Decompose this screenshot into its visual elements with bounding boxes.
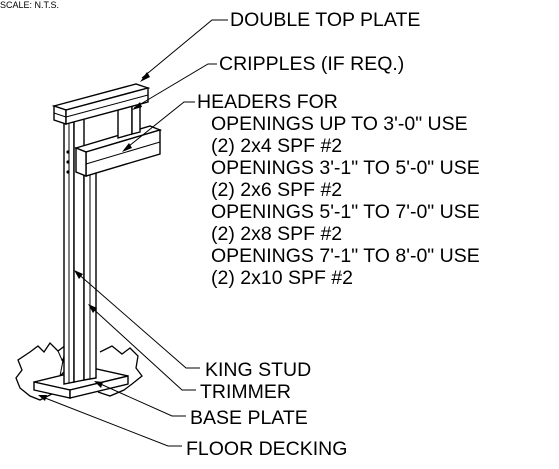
leader-king-stud xyxy=(74,270,200,369)
leader-headers xyxy=(122,101,195,152)
label-cripples: CRIPPLES (IF REQ.) xyxy=(219,53,404,75)
label-trimmer: TRIMMER xyxy=(200,381,291,403)
leader-double-top-plate xyxy=(140,19,228,82)
leader-cripples xyxy=(132,63,217,110)
label-header-rule-2: (2) 2x4 SPF #2 xyxy=(211,135,342,157)
label-header-rule-6: (2) 2x8 SPF #2 xyxy=(211,223,342,245)
label-header-rule-5: OPENINGS 5'-1" TO 7'-0" USE xyxy=(211,201,480,223)
leader-floor-decking xyxy=(38,395,182,447)
scale-note: SCALE: N.T.S. xyxy=(0,0,59,10)
label-headers-title: HEADERS FOR xyxy=(197,91,338,113)
label-double-top-plate: DOUBLE TOP PLATE xyxy=(230,9,420,31)
leader-base-plate xyxy=(94,381,186,417)
label-king-stud: KING STUD xyxy=(205,359,311,381)
trimmer-stud-shape xyxy=(83,167,97,381)
label-floor-decking: FLOOR DECKING xyxy=(186,438,347,460)
king-stud-shape xyxy=(63,109,85,385)
label-header-rule-7: OPENINGS 7'-1" TO 8'-0" USE xyxy=(211,245,480,267)
leader-trimmer xyxy=(88,304,196,391)
label-header-rule-1: OPENINGS UP TO 3'-0" USE xyxy=(211,113,468,135)
double-top-plate-shape xyxy=(51,83,151,125)
label-header-rule-3: OPENINGS 3'-1" TO 5'-0" USE xyxy=(211,157,480,179)
label-header-rule-4: (2) 2x6 SPF #2 xyxy=(211,179,342,201)
label-base-plate: BASE PLATE xyxy=(190,407,308,429)
label-header-rule-8: (2) 2x10 SPF #2 xyxy=(211,267,353,289)
